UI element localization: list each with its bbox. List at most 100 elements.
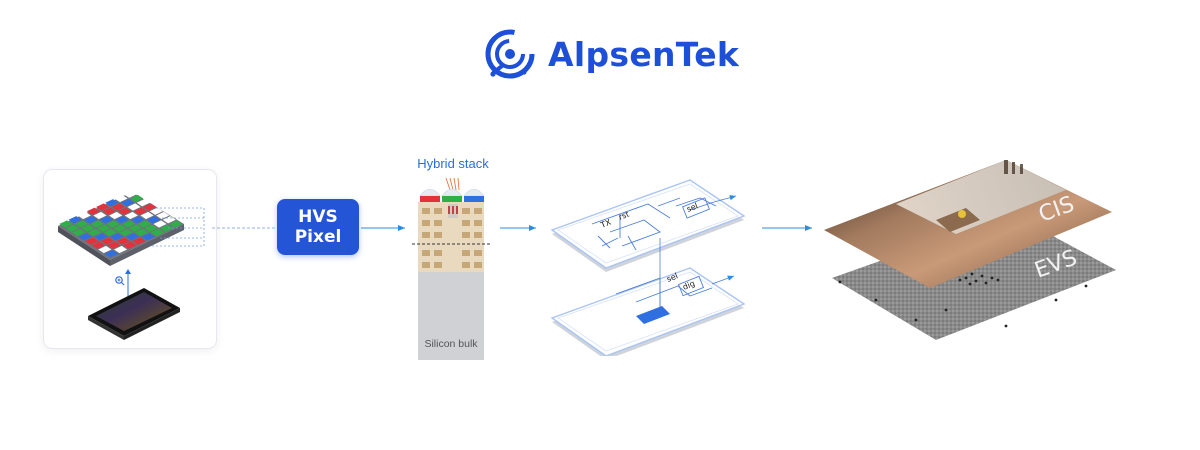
brand-logo: AlpsenTek (484, 28, 739, 80)
sensor-illustration (58, 190, 205, 340)
metal-pad (422, 220, 430, 226)
pixel-cell (116, 237, 130, 245)
metal-patterns (422, 208, 482, 268)
metal-pad (474, 232, 482, 238)
hvs-pixel-label: HVS Pixel (294, 207, 342, 247)
pixel-cell (96, 203, 110, 211)
circuit-label-sel-top: sel (685, 201, 699, 214)
pixel-cell (149, 207, 163, 215)
green-filter (442, 196, 462, 202)
pixel-cell (68, 216, 82, 224)
event-dot (958, 278, 962, 282)
event-dot (974, 279, 978, 283)
pixel-cell (120, 199, 135, 207)
hybrid-stack-label: Hybrid stack (417, 156, 489, 171)
blue-filter (464, 196, 484, 202)
pixel-cell (84, 216, 98, 224)
event-dot (914, 318, 918, 322)
hybrid-stack-illustration (412, 177, 492, 360)
event-dot (990, 276, 994, 280)
pixel-cell (112, 224, 127, 232)
pixel-cell (130, 194, 144, 203)
pixel-cell (111, 203, 125, 211)
pixel-cell (90, 220, 104, 228)
pixel-cell (133, 207, 148, 215)
hvs-pixel-block: HVS Pixel (277, 199, 359, 255)
pixel-cell (140, 211, 154, 220)
pixel-cell (115, 216, 129, 224)
evs-event-dots (838, 272, 1088, 328)
metal-pad (462, 208, 470, 214)
silicon-bulk-layer (418, 272, 484, 360)
event-dot (980, 274, 984, 278)
pixel-cell (98, 245, 112, 254)
silicon-bulk-label: Silicon bulk (424, 338, 478, 350)
red-vias (448, 206, 458, 214)
pixel-cell (136, 199, 150, 207)
pixel-cell (91, 241, 105, 249)
event-dot (996, 278, 1000, 282)
pixel-cell (131, 216, 145, 224)
zoom-in-icon (115, 276, 125, 286)
pixel-cell (123, 190, 137, 198)
pixel-cell (86, 207, 101, 215)
pixel-cell (87, 228, 102, 237)
pixel-cell (114, 194, 128, 203)
pixel-cell (127, 203, 141, 211)
pixel-cell (72, 228, 86, 237)
circuit-label-dig: dig (681, 279, 696, 292)
metal-pad (434, 208, 442, 214)
metal-pad (474, 250, 482, 256)
pixel-cell (85, 237, 99, 245)
brand-name: AlpsenTek (548, 34, 740, 74)
event-dot (1004, 324, 1008, 328)
pixel-cell (128, 224, 142, 232)
event-dot (944, 308, 948, 312)
pixel-cell (59, 220, 73, 228)
metal-pad (422, 262, 430, 268)
pixel-cell (150, 228, 164, 237)
pixel-cell (106, 220, 120, 228)
pixel-cell (137, 220, 151, 228)
metal-pad (474, 208, 482, 214)
cis-highlight-spot (958, 210, 966, 218)
metal-pad (462, 220, 470, 226)
pixel-cell (125, 233, 140, 241)
pixel-cell (78, 233, 92, 241)
pixel-cell (162, 216, 176, 224)
pixel-cell (146, 216, 161, 224)
pixel-cell (94, 233, 108, 241)
light-rays (445, 177, 460, 191)
evs-plane (832, 214, 1116, 340)
pixel-color-grid (59, 190, 183, 258)
metal-pad (462, 232, 470, 238)
pixel-cell (124, 211, 138, 220)
pixel-cell (77, 211, 91, 220)
metal-pad (434, 232, 442, 238)
event-dot (970, 272, 974, 276)
pixel-cell (65, 224, 79, 232)
pixel-cell (100, 237, 115, 245)
alpsentek-logo-icon (485, 29, 535, 79)
pixel-cell (169, 220, 183, 228)
metal-pad (434, 250, 442, 256)
metal-pad (434, 262, 442, 268)
pixel-cell (110, 233, 124, 241)
pixel-cell (122, 220, 136, 228)
metal-pad (422, 208, 430, 214)
pixel-cell (118, 207, 132, 215)
metal-pad (422, 250, 430, 256)
pixel-cell (97, 224, 111, 232)
pixel-cell (144, 224, 158, 232)
red-filter (420, 196, 440, 202)
event-dot (838, 280, 842, 284)
pixel-cell (119, 228, 133, 237)
pixel-leader-lines (152, 207, 205, 247)
pixel-cell (132, 237, 146, 245)
pixel-cell (113, 245, 128, 254)
pixel-cell (156, 211, 170, 220)
pixel-cell (104, 250, 118, 258)
event-dot (1054, 298, 1058, 302)
